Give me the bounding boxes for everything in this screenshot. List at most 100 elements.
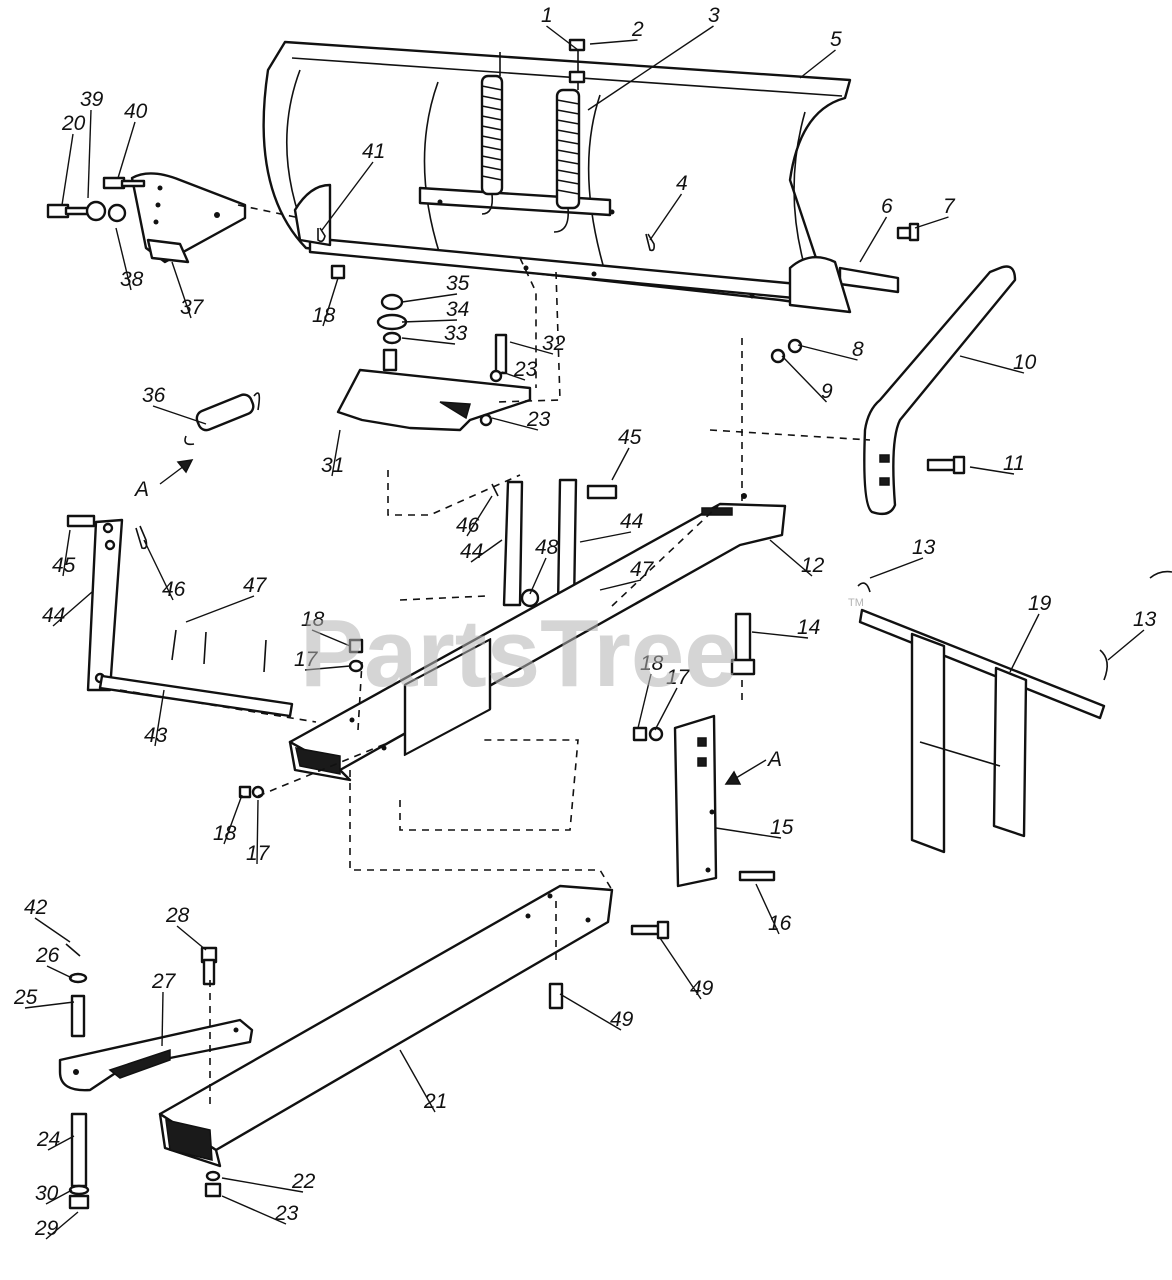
leader-c13b <box>1107 629 1145 661</box>
hairpin-4 <box>645 233 655 252</box>
upper-frame-12 <box>288 493 787 782</box>
reference-label-a: A <box>766 748 782 771</box>
callout-c10: 10 <box>1013 351 1037 374</box>
hairpin-41 <box>317 227 326 243</box>
callout-c39: 39 <box>80 88 104 111</box>
leader-c12 <box>769 539 813 577</box>
callout-c41: 41 <box>362 140 385 163</box>
leader-c26 <box>46 965 73 979</box>
leader-c7 <box>914 216 949 229</box>
pin-16 <box>738 870 776 882</box>
callout-c12: 12 <box>801 554 825 577</box>
leader-c18c <box>223 794 243 845</box>
callout-c25: 25 <box>13 986 38 1009</box>
leader-c4 <box>649 193 683 241</box>
leader-c15 <box>715 827 782 839</box>
callout-c19: 19 <box>1028 592 1052 615</box>
pivot-plate <box>336 333 532 432</box>
leader-c25 <box>24 1001 75 1009</box>
leader-c13a <box>869 557 924 579</box>
callout-c22: 22 <box>291 1170 316 1193</box>
leader-c29 <box>45 1211 79 1240</box>
callout-c17a: 17 <box>294 648 319 671</box>
leader-c37 <box>171 261 192 319</box>
callout-c48: 48 <box>535 536 559 559</box>
callout-c45a: 45 <box>52 554 76 577</box>
callout-c30: 30 <box>35 1182 59 1205</box>
leader-c18a <box>311 629 351 647</box>
callout-c44b: 44 <box>460 540 483 563</box>
leader-c48 <box>529 557 547 595</box>
callout-c23c: 23 <box>526 408 551 431</box>
lower-frame-21 <box>158 884 614 1168</box>
leader-c21 <box>399 1049 436 1113</box>
leader-c2 <box>589 39 638 45</box>
callout-c46a: 46 <box>162 578 186 601</box>
callout-c18b: 18 <box>640 652 664 675</box>
callout-c1: 1 <box>541 4 553 27</box>
callout-c31: 31 <box>321 454 344 477</box>
callout-c49a: 49 <box>690 977 714 1000</box>
leader-c18b <box>637 673 652 729</box>
callout-c23a: 23 <box>274 1202 299 1225</box>
blade-spring-left <box>480 52 504 215</box>
leader-c6 <box>859 216 888 263</box>
callout-c33: 33 <box>444 322 468 345</box>
leader-c20 <box>61 133 74 206</box>
leader-c44c <box>579 531 632 543</box>
leader-c43 <box>154 689 165 747</box>
callout-c4: 4 <box>676 172 688 195</box>
callout-c32: 32 <box>542 332 566 355</box>
leader-c33 <box>401 337 456 345</box>
hardware-right-bolts <box>770 222 920 364</box>
callout-c40: 40 <box>124 100 148 123</box>
spring-36 <box>184 392 261 446</box>
lift-rod-43 <box>98 674 294 718</box>
nuts-17-18 <box>238 264 664 799</box>
upright-15 <box>673 714 718 888</box>
bracket-27 <box>58 1018 254 1092</box>
callout-c49b: 49 <box>610 1008 634 1031</box>
leader-c10 <box>959 355 1025 374</box>
callout-c42: 42 <box>24 896 48 919</box>
leader-c23b <box>501 371 526 381</box>
push-arm <box>863 265 1017 516</box>
leader-c49a <box>659 937 702 1000</box>
callout-c16: 16 <box>768 912 792 935</box>
leader-c47a <box>185 595 255 623</box>
leader-c38 <box>115 227 132 291</box>
leader-c30 <box>45 1189 73 1205</box>
callout-c23b: 23 <box>513 358 538 381</box>
stud-24 <box>68 1112 90 1210</box>
callout-c47a: 47 <box>243 574 268 597</box>
callout-c38: 38 <box>120 268 144 291</box>
leader-c11 <box>969 466 1015 475</box>
leader-c8 <box>797 344 858 361</box>
leader-c49b <box>559 993 622 1031</box>
leader-c35 <box>401 293 458 303</box>
edge-mark <box>1149 570 1172 579</box>
callout-c24: 24 <box>36 1128 60 1151</box>
callout-c21: 21 <box>423 1090 447 1113</box>
callout-c6: 6 <box>881 195 893 218</box>
leader-c16 <box>755 883 780 935</box>
callout-c9: 9 <box>821 380 833 403</box>
reference-arrow-a-left: A <box>133 459 194 501</box>
leader-c32 <box>509 341 554 355</box>
callout-c35: 35 <box>446 272 470 295</box>
callout-c34: 34 <box>446 298 469 321</box>
leader-c3 <box>587 25 714 111</box>
callout-c29: 29 <box>34 1217 59 1240</box>
callout-c5: 5 <box>830 28 842 51</box>
callout-c44c: 44 <box>620 510 643 533</box>
callout-c44a: 44 <box>42 604 65 627</box>
leader-c27 <box>161 991 164 1047</box>
leader-c46b <box>466 495 493 537</box>
callout-c13a: 13 <box>912 536 936 559</box>
leader-c22 <box>221 1177 304 1193</box>
callout-c18a: 18 <box>301 608 325 631</box>
leader-c31 <box>331 429 341 477</box>
leader-c17a <box>304 665 351 671</box>
reference-arrow-a-right: A <box>724 748 782 785</box>
